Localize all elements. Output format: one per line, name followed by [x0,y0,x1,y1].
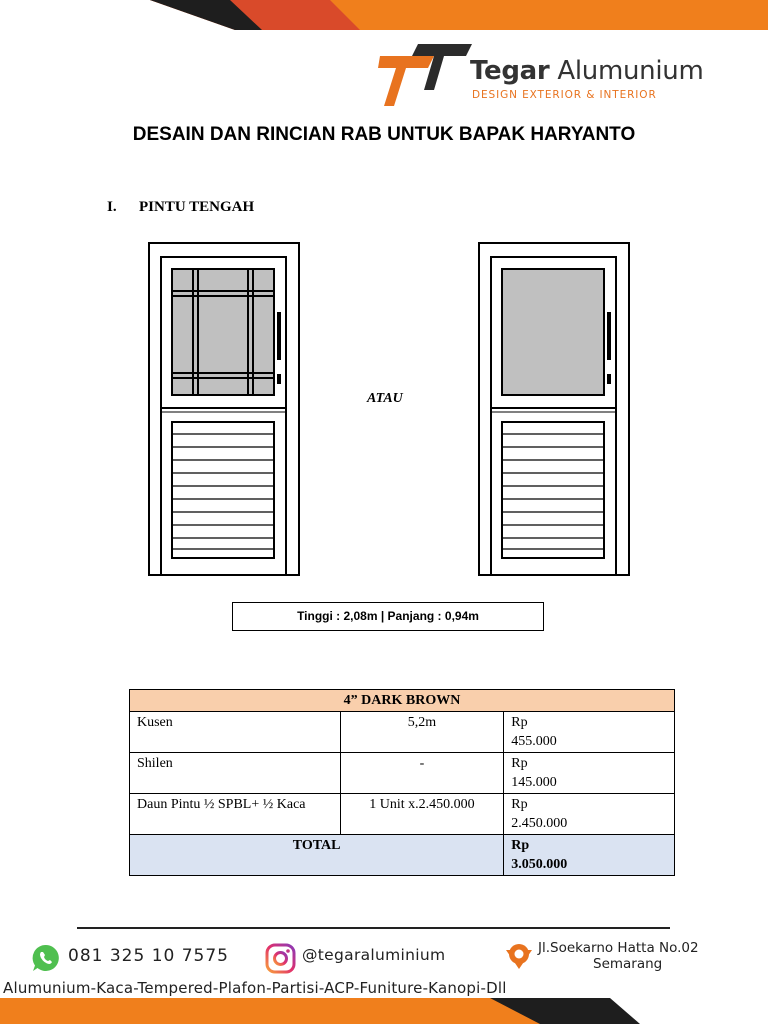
door-dimensions: Tinggi : 2,08m | Panjang : 0,94m [232,602,544,631]
item-name: Shilen [129,752,341,794]
item-name: Daun Pintu ½ SPBL+ ½ Kaca [129,793,341,835]
footer-divider [77,927,670,929]
address-line-1: Jl.Soekarno Hatta No.02 [538,940,699,956]
instagram-icon [265,943,296,974]
instagram-handle: @tegaraluminium [302,946,446,964]
section-title: PINTU TENGAH [139,199,255,215]
address-line-2: Semarang [593,956,663,972]
section-number: I. [107,199,117,215]
footer-decor-band [0,996,768,1024]
or-separator: ATAU [367,391,403,406]
location-pin-icon [506,944,532,969]
whatsapp-icon [32,944,59,971]
company-logo-icon [378,44,472,106]
item-qty: 5,2m [339,711,505,753]
header-decor-band [150,0,768,30]
phone-number: 081 325 10 7575 [68,946,230,966]
door-design-plain-glass [478,242,630,576]
table-header-row: 4” DARK BROWN [129,689,675,712]
services-list: Alumunium-Kaca-Tempered-Plafon-Partisi-A… [3,979,507,997]
table-row: Daun Pintu ½ SPBL+ ½ Kaca 1 Unit x.2.450… [129,793,675,835]
table-header: 4” DARK BROWN [129,689,675,712]
item-name: Kusen [129,711,341,753]
brand-tagline: DESIGN EXTERIOR & INTERIOR [472,89,657,101]
item-qty: - [339,752,505,794]
item-qty: 1 Unit x.2.450.000 [339,793,505,835]
document-title: DESAIN DAN RINCIAN RAB UNTUK BAPAK HARYA… [132,124,636,145]
door-design-grid-glass [148,242,300,576]
brand-name: Tegar Alumunium [470,56,704,86]
total-label: TOTAL [128,834,505,876]
